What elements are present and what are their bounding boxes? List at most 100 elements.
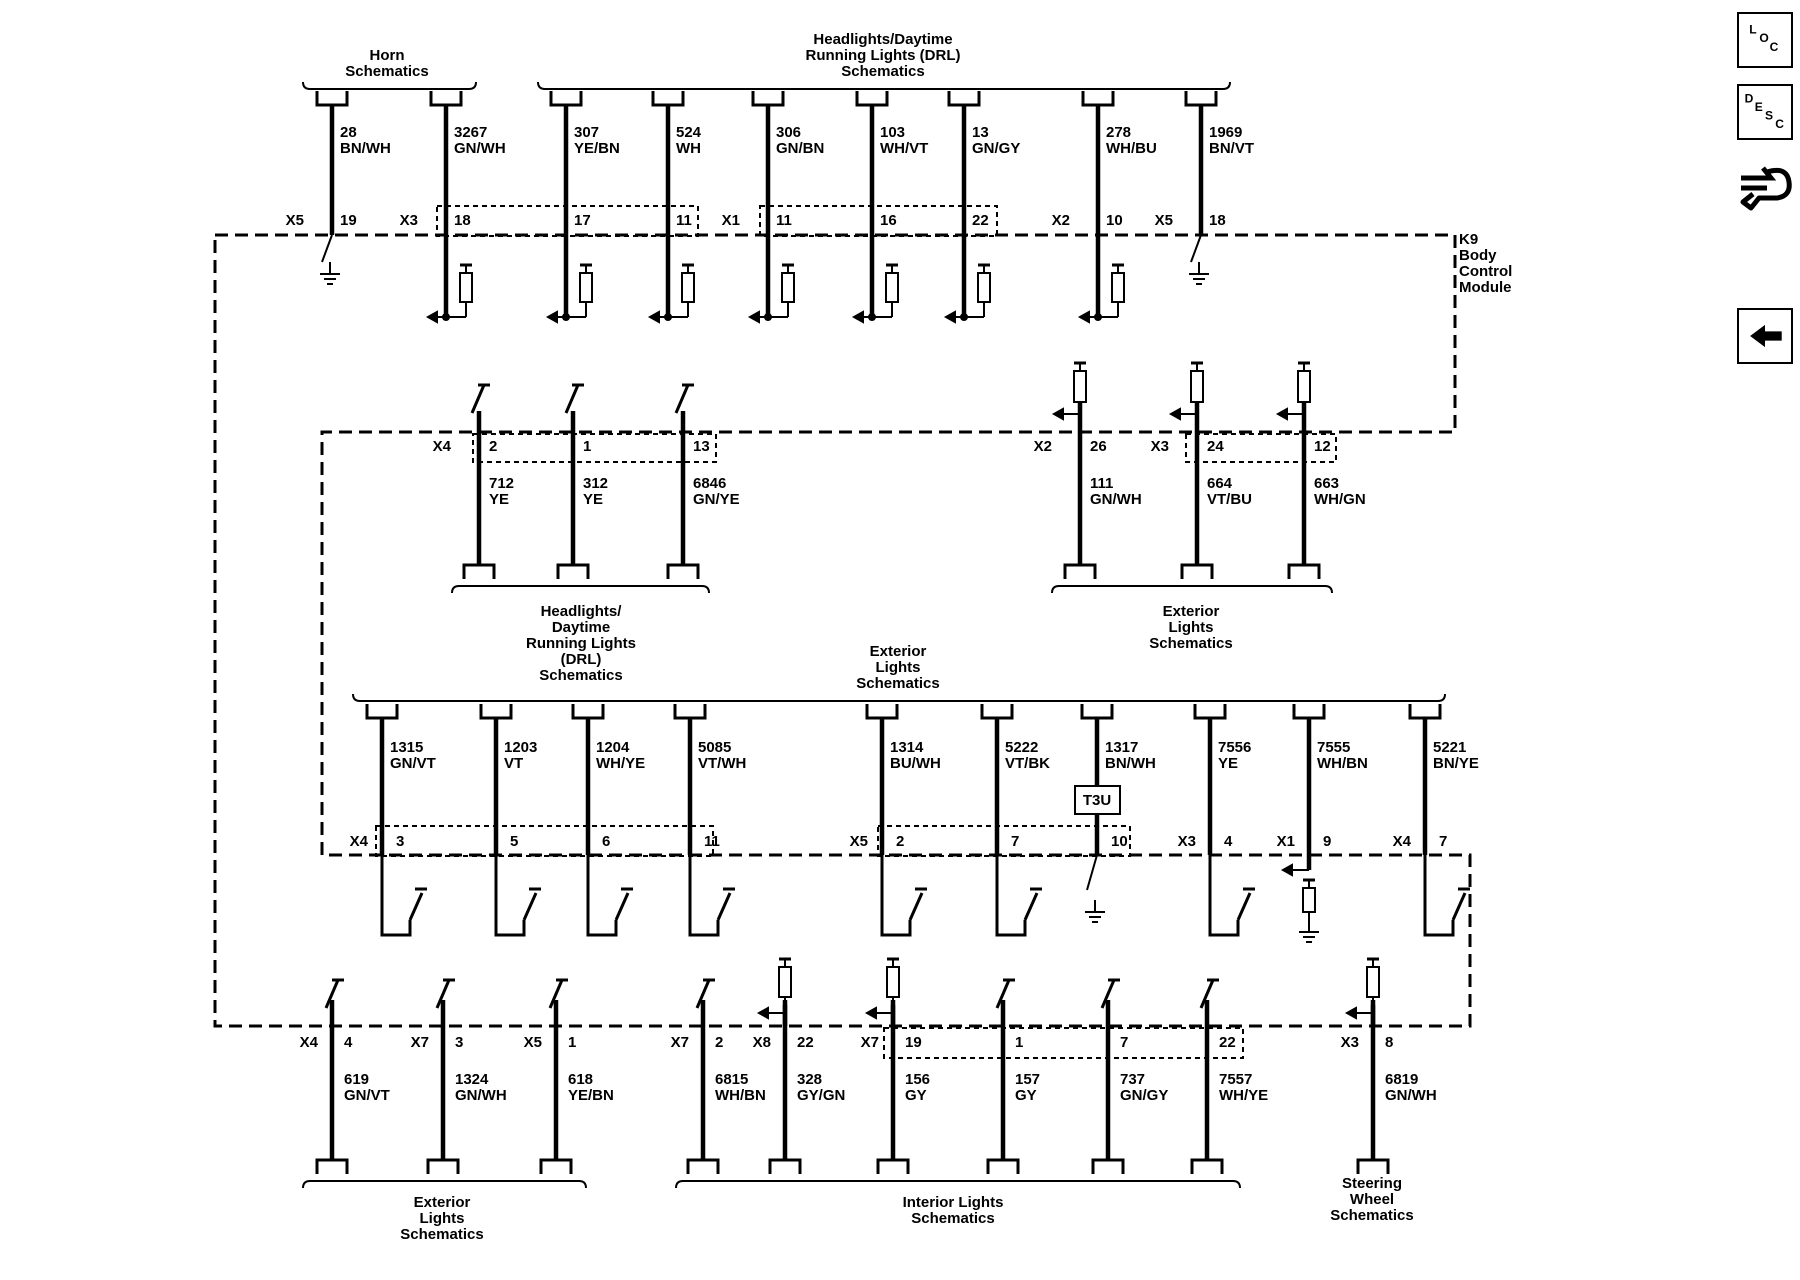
- circuit-number: 5222: [1005, 739, 1038, 756]
- pin-number: 1: [568, 1034, 576, 1051]
- connector-id: X5: [850, 833, 868, 850]
- connector-id: X5: [524, 1034, 542, 1051]
- group-caption-steering: Steering Wheel Schematics: [1330, 1175, 1413, 1224]
- caption-line: Horn: [370, 47, 405, 64]
- connector-id: X3: [1341, 1034, 1359, 1051]
- connector-id: X2: [1052, 212, 1070, 229]
- connector-id: X4: [300, 1034, 319, 1051]
- circuit-number: 312: [583, 475, 608, 492]
- circuit-number: 524: [676, 124, 702, 141]
- wire-color: GN/GY: [972, 140, 1020, 157]
- terminal-icon: [666, 563, 700, 579]
- pin-number: 3: [455, 1034, 463, 1051]
- pin-number: 4: [344, 1034, 353, 1051]
- wire-color: BN/WH: [340, 140, 391, 157]
- wire-color: WH/BN: [715, 1087, 766, 1104]
- connector-end-view-button[interactable]: [1737, 156, 1793, 212]
- wire-color: GN/WH: [1385, 1087, 1437, 1104]
- caption-line: Schematics: [345, 63, 428, 80]
- ground-icon: [1299, 920, 1319, 943]
- terminal-icon: [986, 1158, 1020, 1174]
- terminal-icon: [876, 1158, 910, 1174]
- connector-id: X4: [433, 438, 452, 455]
- connector-id: X1: [1277, 833, 1295, 850]
- circuit-number: 157: [1015, 1071, 1040, 1088]
- terminal-icon: [651, 91, 685, 107]
- wire-color: BU/WH: [890, 755, 941, 772]
- circuit-number: 7557: [1219, 1071, 1252, 1088]
- connector-id: X4: [350, 833, 369, 850]
- terminal-icon: [1180, 563, 1214, 579]
- caption-line: Schematics: [1330, 1207, 1413, 1224]
- resistor-icon: [681, 272, 695, 303]
- arrow-left-icon: [943, 310, 956, 324]
- wire-color: VT/WH: [698, 755, 746, 772]
- caption-line: Schematics: [911, 1210, 994, 1227]
- arrow-left-icon: [425, 310, 438, 324]
- resistor-icon: [459, 272, 473, 303]
- back-button[interactable]: [1737, 308, 1793, 364]
- pin-number: 24: [1207, 438, 1224, 455]
- circuit-number: 1324: [455, 1071, 489, 1088]
- circuit-number: 6846: [693, 475, 726, 492]
- pin-number: 16: [880, 212, 897, 229]
- caption-line: Daytime: [552, 619, 610, 636]
- switch-icon: [1208, 855, 1255, 937]
- connector-id: X4: [1393, 833, 1412, 850]
- group-bracket-int-bottom: [675, 1180, 1241, 1189]
- desc-letter: C: [1775, 117, 1784, 131]
- switch-icon: [995, 855, 1042, 937]
- connector-end-view-icon: [1740, 166, 1792, 211]
- pin-number: 11: [704, 833, 720, 850]
- terminal-icon: [1081, 91, 1115, 107]
- connector-id: X1: [722, 212, 740, 229]
- switch-icon: [380, 855, 427, 937]
- connector-id: X7: [671, 1034, 689, 1051]
- ground-icon: [1085, 900, 1105, 923]
- resistor-icon: [1073, 370, 1087, 403]
- pin-number: 2: [896, 833, 904, 850]
- resistor-icon: [579, 272, 593, 303]
- circuit-number: 663: [1314, 475, 1339, 492]
- terminal-icon: [980, 704, 1014, 720]
- pin-number: 3: [396, 833, 404, 850]
- switch-icon: [674, 384, 690, 414]
- circuit-number: 3267: [454, 124, 487, 141]
- group-caption-ext-row3: Exterior Lights Schematics: [856, 643, 939, 692]
- connector-id: X3: [1151, 438, 1169, 455]
- arrow-left-icon: [1275, 407, 1288, 421]
- desc-button[interactable]: D E S C: [1737, 84, 1793, 140]
- circuit-number: 103: [880, 124, 905, 141]
- circuit-number: 156: [905, 1071, 930, 1088]
- terminal-icon: [686, 1158, 720, 1174]
- pin-number: 1: [583, 438, 591, 455]
- group-caption-drl-top: Headlights/Daytime Running Lights (DRL) …: [806, 31, 961, 80]
- terminal-icon: [865, 704, 899, 720]
- circuit-number: 6815: [715, 1071, 748, 1088]
- connector-group-box: [877, 825, 1131, 857]
- terminal-icon: [1408, 704, 1442, 720]
- desc-icon: D E S C: [1745, 92, 1785, 131]
- terminal-icon: [673, 704, 707, 720]
- resistor-icon: [1302, 887, 1316, 913]
- junction-dot: [664, 313, 672, 321]
- wire-color: YE: [1218, 755, 1238, 772]
- loc-button[interactable]: L O C: [1737, 12, 1793, 68]
- pin-number: 13: [693, 438, 710, 455]
- ground-icon: [1189, 262, 1209, 285]
- arrow-left-icon: [756, 1006, 769, 1020]
- circuit-number: 1314: [890, 739, 924, 756]
- module-boundary: [213, 233, 1472, 1028]
- terminal-icon: [365, 704, 399, 720]
- wire-color: VT: [504, 755, 523, 772]
- group-bracket-drl-top: [537, 81, 1231, 90]
- pin-number: 6: [602, 833, 610, 850]
- caption-line: Lights: [876, 659, 921, 676]
- wire-color: GN/WH: [455, 1087, 507, 1104]
- switch-icon: [564, 384, 580, 414]
- circuit-number: 1315: [390, 739, 423, 756]
- terminal-icon: [1292, 704, 1326, 720]
- module-name-line-2: Control: [1459, 263, 1512, 280]
- terminal-icon: [539, 1158, 573, 1174]
- wire-color: GN/VT: [390, 755, 436, 772]
